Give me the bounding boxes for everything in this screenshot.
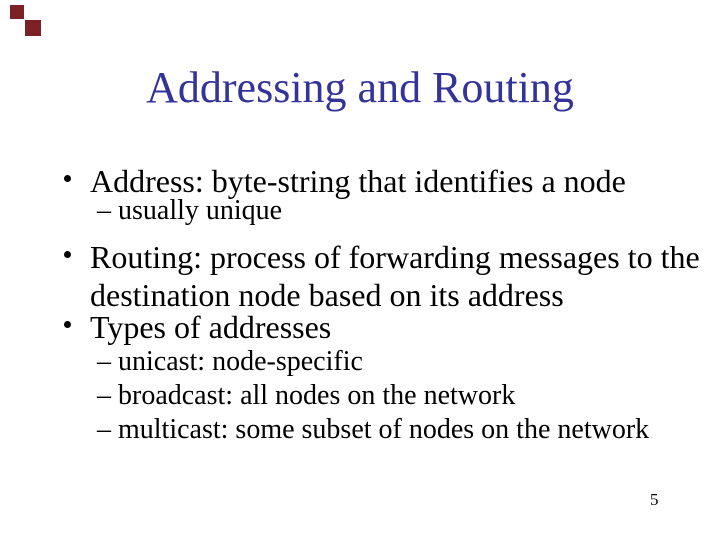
bullet-item: Routing: process of forwarding messages … bbox=[62, 238, 700, 314]
decoration-square-front bbox=[25, 20, 41, 36]
bullet-text-line-2: destination node based on its address bbox=[90, 277, 564, 313]
sub-bullet-item: – usually unique bbox=[97, 194, 282, 228]
page-number: 5 bbox=[650, 490, 659, 509]
sub-bullet-item: – broadcast: all nodes on the network bbox=[97, 379, 515, 413]
sub-bullet-text: unicast: node-specific bbox=[118, 346, 363, 377]
bullet-text-line-1: Routing: process of forwarding messages … bbox=[90, 239, 700, 275]
sub-bullet-text: usually unique bbox=[118, 195, 283, 226]
dash-marker: – bbox=[97, 380, 111, 411]
dash-marker: – bbox=[97, 414, 111, 445]
bullet-text: Routing: process of forwarding messages … bbox=[90, 238, 700, 314]
bullet-item: Types of addresses bbox=[62, 308, 331, 346]
sub-bullet-item: – multicast: some subset of nodes on the… bbox=[97, 413, 649, 447]
sub-bullet-text: multicast: some subset of nodes on the n… bbox=[118, 414, 650, 445]
dash-marker: – bbox=[97, 195, 111, 226]
bullet-item: Address: byte-string that identifies a n… bbox=[62, 162, 626, 200]
sub-bullet-text: broadcast: all nodes on the network bbox=[118, 380, 516, 411]
slide-title: Addressing and Routing bbox=[146, 63, 574, 112]
sub-bullet-item: – unicast: node-specific bbox=[97, 345, 363, 379]
bullet-text: Types of addresses bbox=[90, 309, 332, 345]
decoration-square-back bbox=[10, 5, 24, 19]
bullet-text: Address: byte-string that identifies a n… bbox=[90, 163, 626, 199]
dash-marker: – bbox=[97, 346, 111, 377]
